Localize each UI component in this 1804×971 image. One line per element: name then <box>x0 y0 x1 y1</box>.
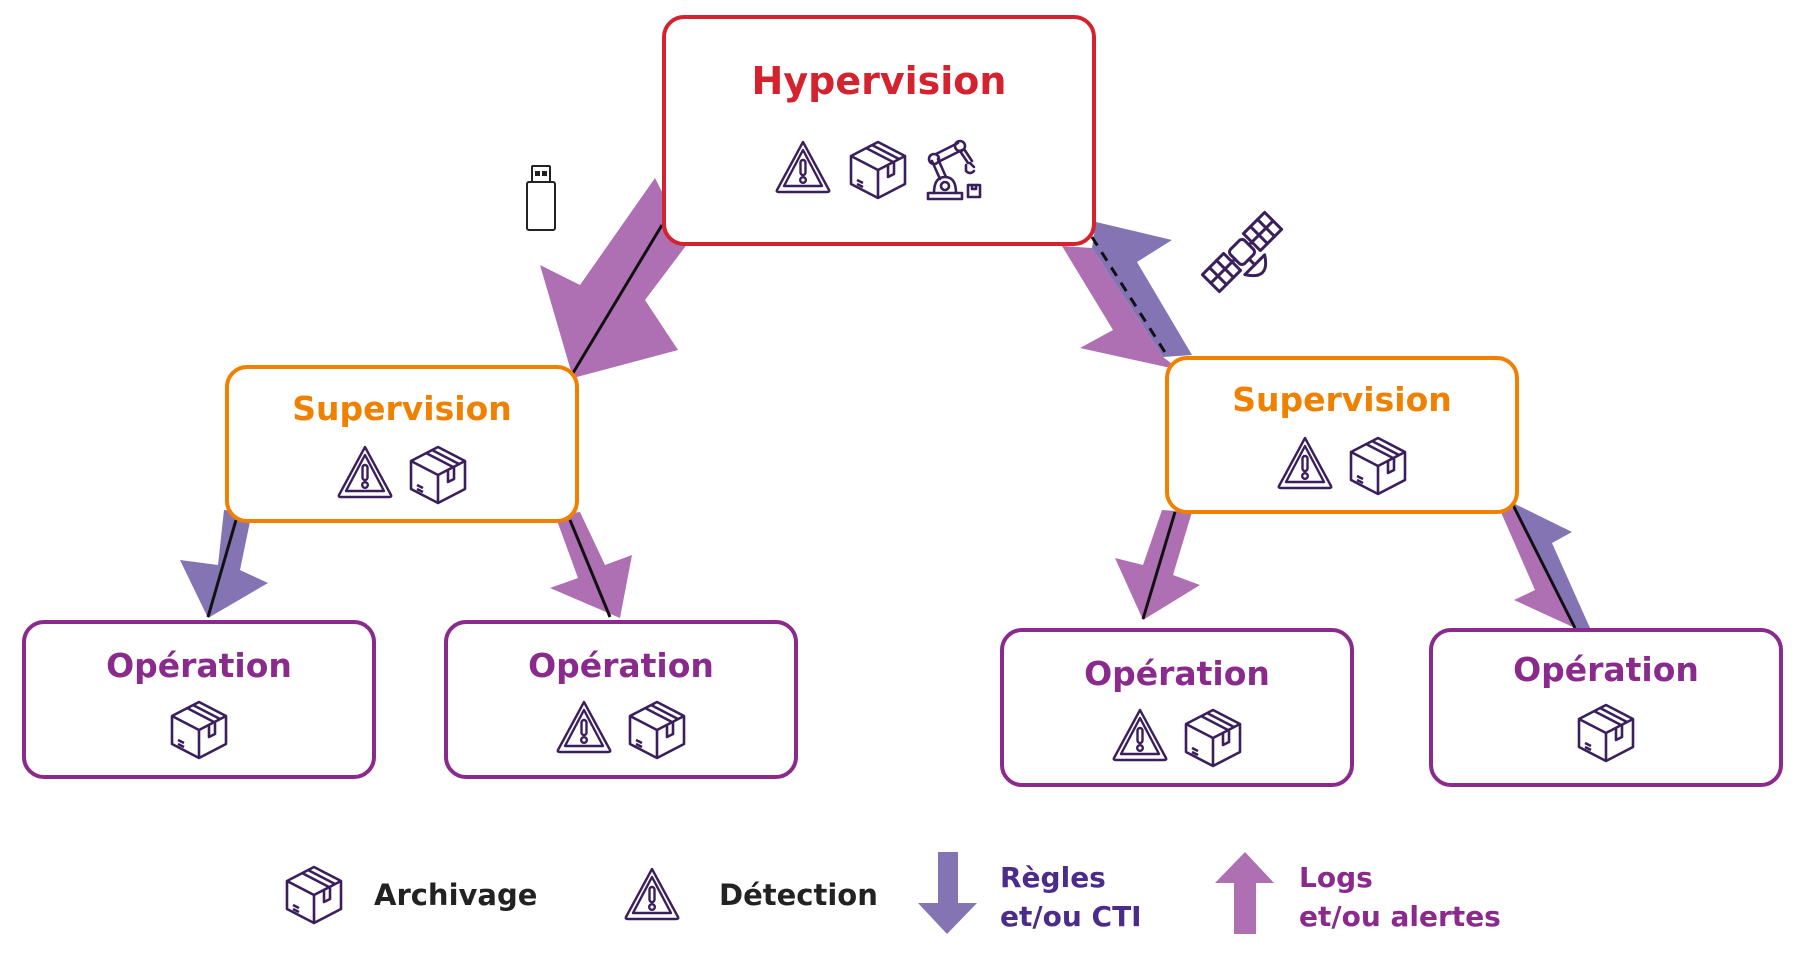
legend-logs-line2: et/ou alertes <box>1299 900 1501 933</box>
box-icon <box>1348 435 1408 501</box>
box-icon <box>848 139 908 207</box>
box-icon <box>408 444 468 510</box>
operation-node-3: Opération <box>1000 628 1354 787</box>
operation-node-2: Opération <box>444 620 798 779</box>
operation-3-title: Opération <box>1084 654 1270 693</box>
warning-icon <box>336 444 394 510</box>
supervision-left-title: Supervision <box>292 389 512 428</box>
legend-rules-line1: Règles <box>1000 861 1106 894</box>
legend-box-icon <box>284 864 344 930</box>
operation-node-1: Opération <box>22 620 376 779</box>
supervision-right-title: Supervision <box>1232 380 1452 419</box>
legend-rules-label: Règles et/ou CTI <box>1000 858 1142 936</box>
supervision-left-node: Supervision <box>225 365 579 523</box>
legend-rules-line2: et/ou CTI <box>1000 900 1142 933</box>
link-line-sup-right-op3 <box>1141 511 1177 620</box>
warning-icon <box>555 699 613 765</box>
warning-icon <box>1276 435 1334 501</box>
legend-archivage-label: Archivage <box>374 878 538 912</box>
warning-icon <box>1111 707 1169 773</box>
operation-node-4: Opération <box>1429 628 1783 787</box>
arrow-sup-left-to-op2 <box>550 512 632 618</box>
box-icon <box>1576 702 1636 768</box>
operation-2-title: Opération <box>528 646 714 685</box>
legend-logs-line1: Logs <box>1299 861 1373 894</box>
operation-1-title: Opération <box>106 646 292 685</box>
box-icon <box>627 699 687 765</box>
arrow-rules-sup-right-to-op4 <box>1513 503 1590 628</box>
usb-drive-icon <box>526 165 556 231</box>
legend-logs-arrow-icon <box>1215 852 1274 934</box>
operation-3-icons <box>1004 707 1350 773</box>
supervision-right-node: Supervision <box>1165 356 1519 514</box>
hypervision-icons <box>666 139 1092 207</box>
robot-arm-icon <box>924 139 984 207</box>
arrow-logs-sup-right-to-op4 <box>1500 508 1575 628</box>
arrow-logs-hyp-to-sup-right <box>1062 246 1180 370</box>
satellite-icon <box>1200 210 1284 294</box>
link-line-hyp-sup-right <box>1090 236 1170 358</box>
operation-4-title: Opération <box>1513 650 1699 689</box>
link-line-hyp-sup-left <box>571 224 664 374</box>
legend-rules-arrow-icon <box>918 852 977 934</box>
box-icon <box>169 699 229 765</box>
operation-1-icons <box>26 699 372 765</box>
arrow-rules-hyp-to-sup-right <box>1092 222 1192 357</box>
hypervision-node: Hypervision <box>662 15 1096 246</box>
link-line-sup-right-op4 <box>1511 504 1577 629</box>
warning-icon <box>774 139 832 207</box>
arrow-sup-right-to-op3 <box>1115 510 1200 620</box>
legend-logs-label: Logs et/ou alertes <box>1299 858 1501 936</box>
link-line-sup-left-op1 <box>206 519 238 618</box>
hypervision-title: Hypervision <box>751 59 1007 103</box>
operation-4-icons <box>1433 702 1779 768</box>
supervision-right-icons <box>1169 435 1515 501</box>
operation-2-icons <box>448 699 794 765</box>
arrow-hyp-to-sup-left <box>540 178 688 378</box>
legend-detection-label: Détection <box>719 878 878 912</box>
box-icon <box>1183 707 1243 773</box>
link-line-sup-left-op2 <box>568 519 612 618</box>
legend-warning-icon <box>623 866 681 926</box>
supervision-left-icons <box>229 444 575 510</box>
